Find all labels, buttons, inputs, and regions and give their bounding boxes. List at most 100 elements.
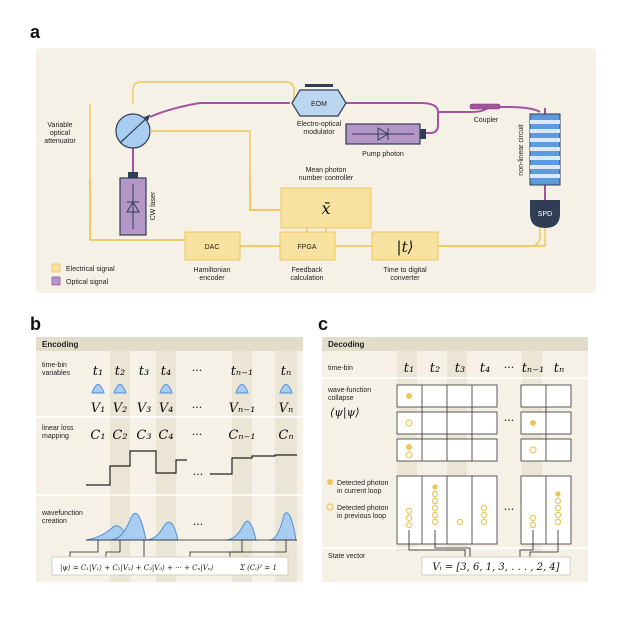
legend-c: Detected photon in current loop Detected… (326, 479, 388, 520)
c-t-4: t₄ (480, 361, 490, 376)
pulse-icon (159, 384, 173, 394)
c-state-vector-eq: Vᵢ = [3, 6, 1, 3, . . . , 2, 4] (432, 562, 559, 573)
c-acc-dots: ··· (504, 503, 515, 516)
legend-electrical-label: Electrical signal (66, 266, 115, 273)
b-c-4: C₄ (158, 428, 173, 443)
photon-current-icon (432, 484, 438, 490)
c-t-n1: tₙ₋₁ (522, 361, 545, 376)
legend-current-1: Detected photon (337, 480, 388, 487)
mean-photon-label-2: number controller (299, 175, 354, 182)
arrow-icon (144, 115, 150, 121)
panel-c-header (322, 337, 588, 351)
b-c-3: C₃ (136, 428, 151, 443)
c-t-n: tₙ (554, 361, 565, 376)
non-linear-circuit: non-linear circuit (518, 113, 561, 186)
b-t-n: tₙ (281, 364, 292, 379)
bus-wires (240, 228, 546, 247)
photon-previous-icon (405, 419, 413, 427)
c-t-1: t₁ (404, 361, 414, 376)
feedback-label: Feedback (292, 267, 323, 274)
c-grid-dots: ··· (504, 414, 515, 427)
eom-label: EOM (311, 101, 327, 108)
pump-label: Pump photon (362, 151, 404, 158)
b-norm: Σ (Cᵢ)² = 1 (239, 564, 277, 572)
b-v-4: V₄ (159, 401, 174, 416)
panel-c-label: c (318, 314, 328, 334)
b-t-4: t₄ (161, 364, 171, 379)
b-row-loss-2: mapping (42, 433, 69, 440)
b-row-loss-1: linear loss (42, 425, 74, 432)
legend-previous-1: Detected photon (337, 505, 388, 512)
c-t-3: t₃ (455, 361, 465, 376)
b-row-timebin-2: variables (42, 370, 71, 377)
photon-previous-icon (529, 446, 537, 454)
eom-caption-2: modulator (303, 129, 335, 136)
panel-b-header (36, 337, 303, 351)
b-t-2: t₂ (115, 364, 125, 379)
coupler: Coupler (469, 103, 501, 124)
encoder-label: encoder (199, 275, 225, 282)
b-v-2: V₂ (113, 401, 128, 416)
dac-label: DAC (205, 244, 220, 251)
b-c-n: Cₙ (278, 428, 293, 443)
t-ket: |t⟩ (397, 238, 414, 256)
panel-c-title: Decoding (328, 340, 365, 349)
cw-laser: CW laser (119, 172, 157, 236)
panel-b-label: b (30, 314, 41, 334)
b-c-n1: Cₙ₋₁ (228, 428, 255, 443)
time-to-digital: |t⟩ Time to digital converter (371, 231, 439, 282)
b-c-labels: C₁ C₂ C₃ C₄ ··· Cₙ₋₁ Cₙ (90, 428, 293, 443)
b-pulse-icons (91, 384, 293, 394)
b-v-n1: Vₙ₋₁ (229, 401, 256, 416)
eom-caption-1: Electro-optical (297, 121, 342, 128)
panel-a-background (36, 48, 596, 293)
b-t-labels: t₁ t₂ t₃ t₄ ··· tₙ₋₁ tₙ (93, 364, 291, 379)
panel-b-dividers (36, 416, 303, 496)
spd-label: SPD (538, 211, 552, 218)
b-equation-box (51, 556, 289, 576)
cw-laser-label: CW laser (150, 191, 157, 220)
b-row-wave-1: wavefunction (41, 510, 83, 517)
pulse-icon (91, 384, 105, 394)
photon-current-icon (555, 491, 561, 497)
b-c-2: C₂ (112, 428, 127, 443)
voa-label-2: optical (50, 130, 71, 137)
b-v-3: V₃ (137, 401, 152, 416)
c-accumulated-photons (405, 490, 562, 529)
mean-photon-controller: Mean photon number controller x̄ (280, 167, 372, 229)
hamiltonian-label: Hamiltonian (194, 267, 231, 274)
voa-label-1: Variable (47, 122, 72, 129)
b-t-n1: tₙ₋₁ (231, 364, 254, 379)
b-v-n: Vₙ (279, 401, 294, 416)
c-collapse-grid-lines (421, 385, 547, 461)
voa-label-3: attenuator (44, 138, 76, 145)
voa-to-controller-wire (150, 130, 251, 160)
photon-current-icon (406, 444, 412, 450)
pulse-icon (235, 384, 249, 394)
b-row-wave-2: creation (42, 518, 67, 525)
c-braket: ⟨ψ|ψ⟩ (330, 406, 360, 420)
legend-current-icon (327, 479, 333, 485)
c-state-vector-label: State vector (328, 553, 366, 560)
b-t-1: t₁ (93, 364, 103, 379)
calculation-label: calculation (290, 275, 323, 282)
b-c-dots: ··· (192, 428, 203, 441)
c-state-vector-box (421, 556, 571, 576)
b-step-waveform-right (210, 454, 297, 475)
legend-electrical-swatch (51, 263, 61, 273)
dac: DAC Hamiltonian encoder (184, 231, 241, 282)
photon-current-icon (406, 393, 412, 399)
spd: SPD (530, 200, 560, 228)
b-step-waveform-left (86, 450, 187, 486)
c-t-2: t₂ (430, 361, 440, 376)
b-c-1: C₁ (90, 428, 105, 443)
pulse-icon (279, 384, 293, 394)
legend-current-2: in current loop (337, 488, 381, 495)
legend-previous-icon (326, 503, 334, 511)
pulse-icon (113, 384, 127, 394)
c-row-timebin: time-bin (328, 365, 353, 372)
c-row-collapse-2: collapse (328, 395, 354, 402)
tdc-label-1: Time to digital (383, 267, 427, 274)
c-row-collapse-1: wave-function (327, 387, 371, 394)
